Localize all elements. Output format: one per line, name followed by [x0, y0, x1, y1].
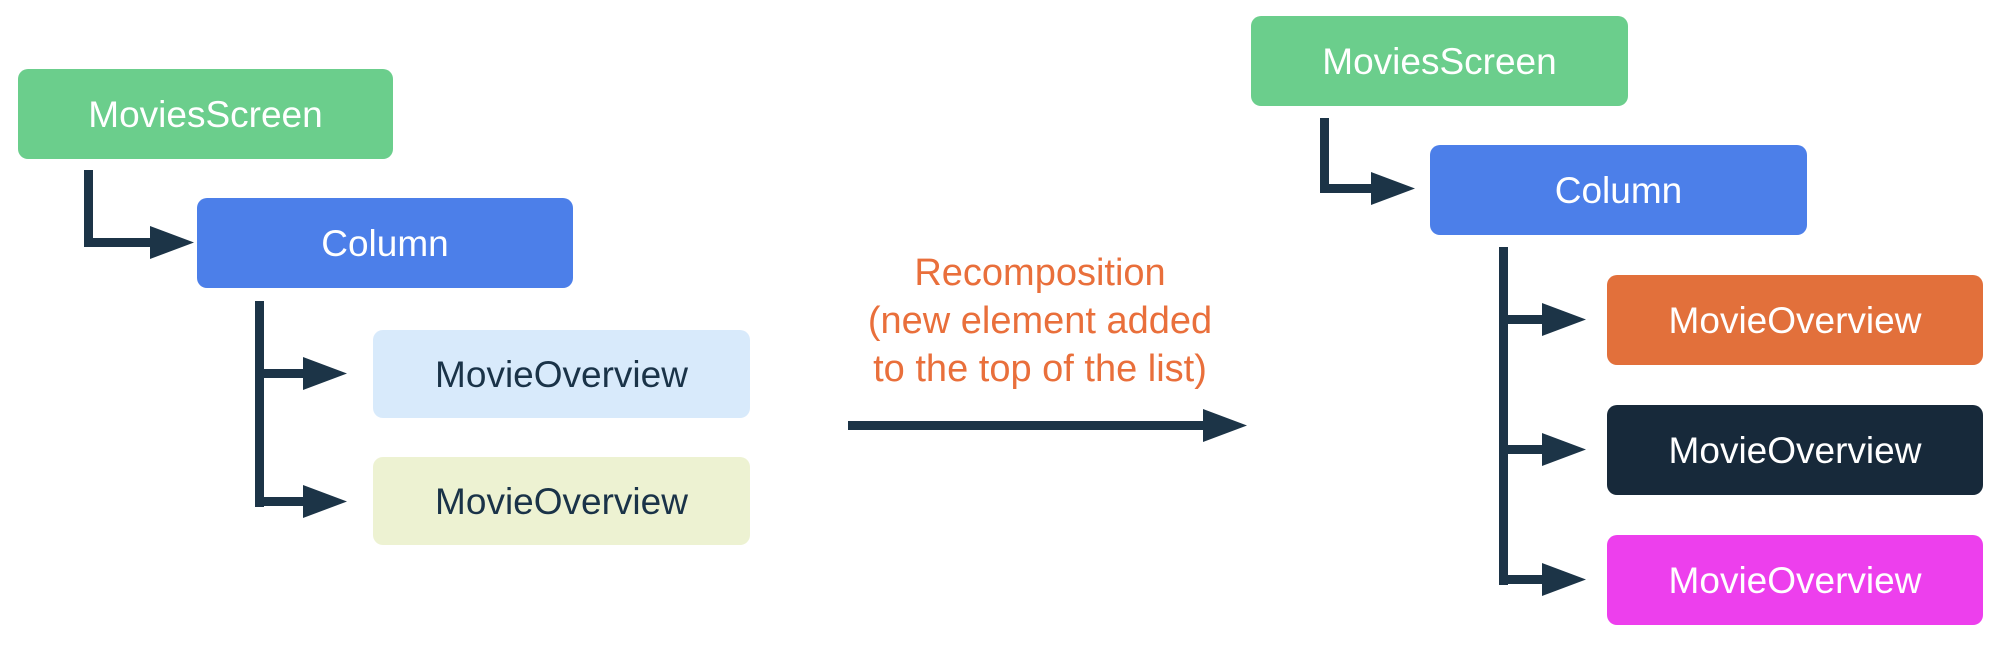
right-connector-root-horizontal-line — [1320, 184, 1373, 193]
right-connector-branch2-line — [1499, 445, 1544, 454]
right-node-movieoverview-1: MovieOverview — [1607, 275, 1983, 365]
right-connector-root-vertical-line — [1320, 118, 1329, 193]
left-node-movieoverview-1-label: MovieOverview — [435, 353, 688, 395]
right-connector-branch2-arrowhead-icon — [1542, 433, 1586, 466]
left-connector-root-vertical-line — [84, 170, 93, 247]
left-connector-root-arrowhead-icon — [150, 226, 194, 259]
left-node-column: Column — [197, 198, 573, 288]
caption-line-2: (new element added — [867, 300, 1213, 342]
right-node-moviesscreen: MoviesScreen — [1251, 16, 1628, 106]
right-connector-branch3-line — [1499, 575, 1544, 584]
caption-line-3: to the top of the list) — [873, 348, 1207, 390]
right-node-moviesscreen-label: MoviesScreen — [1322, 40, 1557, 82]
left-connector-branch1-line — [255, 369, 303, 378]
left-node-movieoverview-1: MovieOverview — [373, 330, 750, 418]
right-node-movieoverview-3-label: MovieOverview — [1668, 559, 1922, 601]
right-connector-branch3-arrowhead-icon — [1542, 563, 1586, 596]
right-node-movieoverview-3: MovieOverview — [1607, 535, 1983, 625]
left-connector-root-horizontal-line — [84, 238, 150, 247]
left-connector-column-vertical-line — [255, 301, 264, 507]
caption-line-1: Recomposition — [914, 252, 1166, 294]
left-connector-branch1-arrowhead-icon — [303, 357, 347, 390]
left-node-movieoverview-2: MovieOverview — [373, 457, 750, 545]
transition-arrowhead-icon — [1203, 409, 1247, 442]
left-node-movieoverview-2-label: MovieOverview — [435, 480, 688, 522]
right-connector-root-arrowhead-icon — [1371, 172, 1415, 205]
right-connector-column-vertical-line — [1499, 247, 1508, 585]
left-node-moviesscreen: MoviesScreen — [18, 69, 393, 159]
right-node-movieoverview-2: MovieOverview — [1607, 405, 1983, 495]
transition-arrow-line — [848, 421, 1205, 430]
recomposition-caption: Recomposition (new element added to the … — [790, 249, 1290, 393]
right-connector-branch1-arrowhead-icon — [1542, 303, 1586, 336]
right-node-movieoverview-2-label: MovieOverview — [1668, 429, 1922, 471]
left-node-column-label: Column — [321, 222, 449, 264]
left-node-moviesscreen-label: MoviesScreen — [88, 93, 323, 135]
left-connector-branch2-arrowhead-icon — [303, 485, 347, 518]
left-connector-branch2-line — [255, 497, 303, 506]
right-node-movieoverview-1-label: MovieOverview — [1668, 299, 1922, 341]
right-connector-branch1-line — [1499, 315, 1544, 324]
right-node-column-label: Column — [1554, 169, 1683, 211]
right-node-column: Column — [1430, 145, 1807, 235]
